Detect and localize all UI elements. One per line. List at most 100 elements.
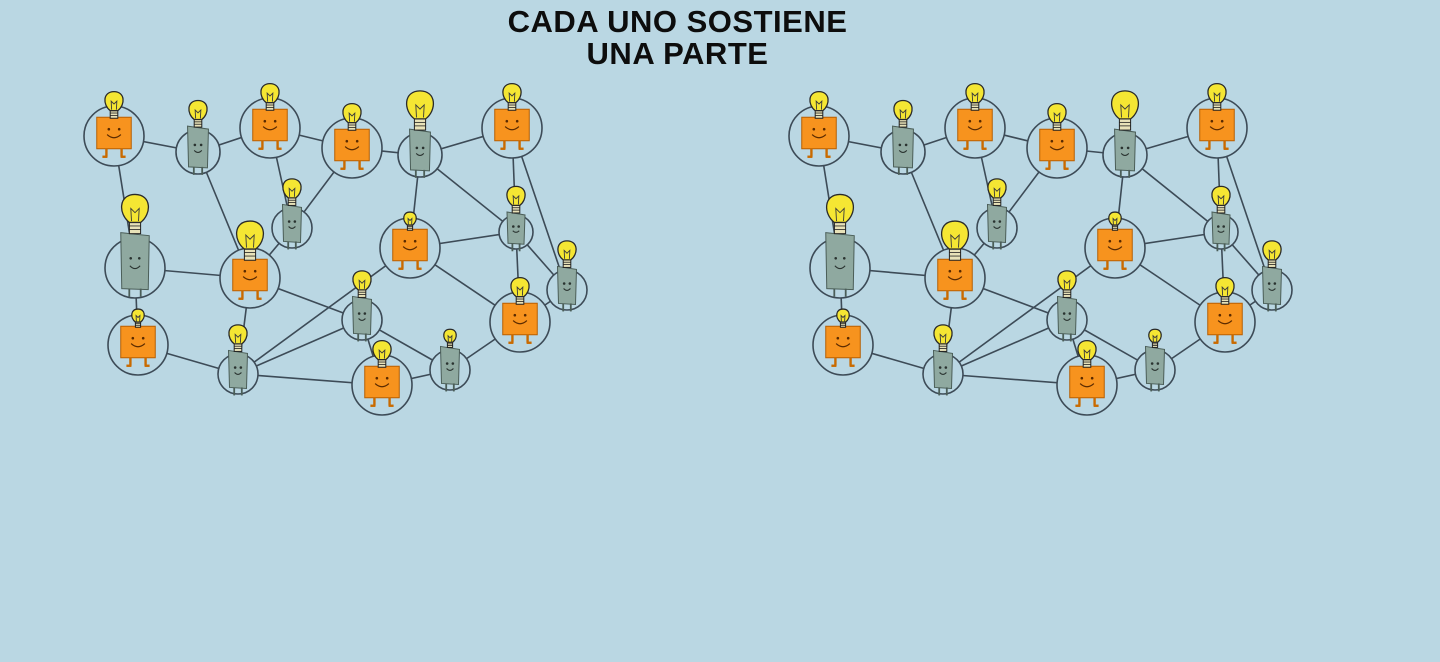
lightbulb-icon <box>131 308 145 328</box>
network-node-n17 <box>429 328 471 392</box>
gray-figure <box>556 265 578 312</box>
orange-figure <box>937 258 973 300</box>
network-node-n4 <box>321 102 383 179</box>
gray-figure <box>409 128 431 178</box>
orange-figure <box>96 116 132 158</box>
network-node-n5 <box>1102 90 1148 178</box>
lightbulb-icon <box>228 324 248 352</box>
orange-figure <box>252 108 288 150</box>
lightbulb-icon <box>1047 102 1067 131</box>
network-node-n16 <box>351 339 413 416</box>
network-link <box>942 247 1116 375</box>
network-node-n18 <box>1194 276 1256 353</box>
network-node-n4 <box>1026 102 1088 179</box>
gray-figure <box>892 125 914 175</box>
network-node-n11 <box>1203 185 1239 252</box>
network-node-n12 <box>1251 240 1293 312</box>
lightbulb-icon <box>352 270 372 298</box>
lightbulb-icon <box>1057 270 1077 298</box>
lightbulb-icon <box>1111 90 1139 131</box>
gray-figure <box>439 345 461 392</box>
lightbulb-icon <box>1215 276 1235 305</box>
network-link <box>237 319 363 375</box>
lightbulb-icon <box>104 90 124 119</box>
network-node-n6 <box>481 82 543 159</box>
lightbulb-icon <box>836 308 850 328</box>
gray-figure <box>1056 295 1078 342</box>
network-node-n14 <box>341 270 383 342</box>
lightbulb-icon <box>342 102 362 131</box>
title-line-2: UNA PARTE <box>586 36 769 71</box>
orange-figure <box>801 116 837 158</box>
lightbulb-icon <box>282 178 302 206</box>
network-node-n17 <box>1134 328 1176 392</box>
gray-figure <box>1261 265 1283 312</box>
gray-figure <box>1114 128 1136 178</box>
network-node-n5 <box>397 90 443 178</box>
lightbulb-icon <box>893 99 913 128</box>
gray-figure <box>932 349 954 396</box>
network-node-n7 <box>104 193 166 299</box>
orange-figure <box>502 302 538 344</box>
lightbulb-icon <box>1108 211 1122 231</box>
lightbulb-icon <box>1148 328 1162 348</box>
gray-figure <box>351 295 373 342</box>
lightbulb-icon <box>506 185 526 214</box>
gray-figure <box>187 125 209 175</box>
lightbulb-icon <box>260 82 280 111</box>
gray-figure <box>120 232 150 297</box>
lightbulb-icon <box>236 220 264 261</box>
gray-figure <box>1211 211 1231 252</box>
network-diagram-right <box>788 82 1293 416</box>
lightbulb-icon <box>510 276 530 305</box>
gray-figure <box>506 211 526 252</box>
network-node-n13 <box>107 308 169 376</box>
lightbulb-icon <box>406 90 434 131</box>
network-node-n2 <box>880 99 926 175</box>
network-node-n15 <box>922 324 964 396</box>
network-node-n12 <box>546 240 588 312</box>
network-link <box>942 319 1068 375</box>
lightbulb-icon <box>826 193 854 235</box>
network-node-n14 <box>1046 270 1088 342</box>
network-node-n18 <box>489 276 551 353</box>
lightbulb-icon <box>941 220 969 261</box>
gray-figure <box>825 232 855 297</box>
network-node-n16 <box>1056 339 1118 416</box>
network-node-n1 <box>83 90 145 167</box>
network-node-n13 <box>812 308 874 376</box>
lightbulb-icon <box>1211 185 1231 214</box>
network-node-n3 <box>944 82 1006 159</box>
network-node-n8 <box>976 178 1018 250</box>
gray-figure <box>227 349 249 396</box>
network-diagram-left <box>83 82 588 416</box>
network-node-n3 <box>239 82 301 159</box>
lightbulb-icon <box>933 324 953 352</box>
network-node-n10 <box>1084 211 1146 279</box>
network-node-n6 <box>1186 82 1248 159</box>
orange-figure <box>1199 108 1235 150</box>
network-node-n2 <box>175 99 221 175</box>
network-node-n7 <box>809 193 871 299</box>
orange-figure <box>120 325 156 367</box>
gray-figure <box>1144 345 1166 392</box>
lightbulb-icon <box>1262 240 1282 268</box>
orange-figure <box>364 365 400 407</box>
lightbulb-icon <box>557 240 577 268</box>
gray-figure <box>281 203 303 250</box>
network-link <box>237 247 411 375</box>
network-node-n1 <box>788 90 850 167</box>
lightbulb-icon <box>443 328 457 348</box>
lightbulb-icon <box>987 178 1007 206</box>
lightbulb-icon <box>1207 82 1227 111</box>
gray-figure <box>986 203 1008 250</box>
network-node-n15 <box>217 324 259 396</box>
orange-figure <box>1207 302 1243 344</box>
title-line-1: CADA UNO SOSTIENE <box>507 4 848 39</box>
orange-figure <box>957 108 993 150</box>
orange-figure <box>334 128 370 170</box>
lightbulb-icon <box>502 82 522 111</box>
network-node-n8 <box>271 178 313 250</box>
lightbulb-icon <box>121 193 149 235</box>
lightbulb-icon <box>965 82 985 111</box>
